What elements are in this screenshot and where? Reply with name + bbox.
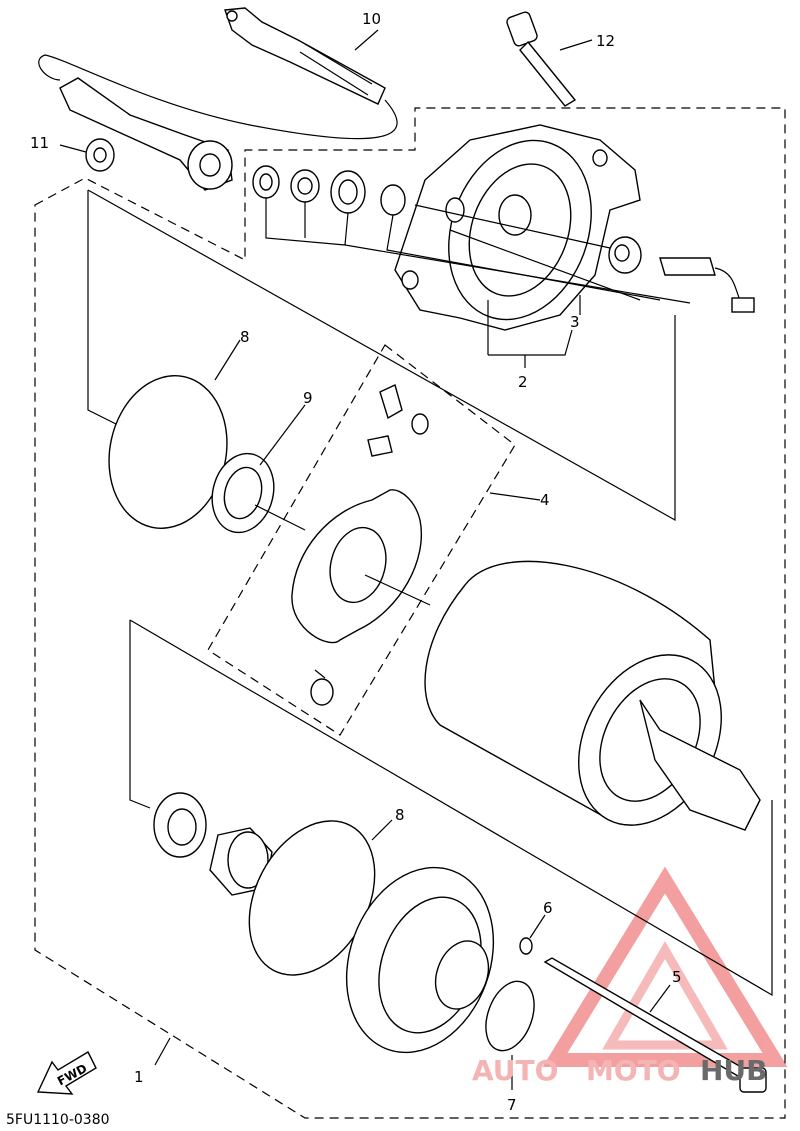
nut-11 [85,138,115,172]
callout-6: 6 [543,899,553,917]
brush-parts [310,384,429,706]
leader-bracket-right-top [87,190,119,426]
watermark-hub: HUB [700,1054,768,1087]
leader-lines-2-3 [265,198,691,368]
lead-wire [38,54,398,140]
brush-plate [291,489,422,644]
leader-bracket-lower-diag [129,619,773,997]
terminal-bolt-10 [224,7,386,105]
watermark-logo [542,866,788,1067]
callout-11: 11 [30,134,49,152]
callout-1: 1 [134,1068,144,1086]
callout-7: 7 [507,1096,517,1114]
callout-numbers: 1 2 3 4 5 6 7 8 8 9 10 11 12 [30,10,682,1114]
o-ring-7 [485,980,535,1052]
callout-3: 3 [570,313,580,331]
callout-leaders [59,29,671,1090]
callout-10: 10 [362,10,381,28]
leader-lines-brush [254,492,541,606]
washer-set [252,165,406,216]
bearing [209,827,273,896]
brush-holder-outline-4 [207,344,516,736]
callout-2: 2 [518,373,528,391]
callout-8-upper: 8 [240,328,250,346]
diagram-code: 5FU1110-0380 [6,1112,110,1128]
terminal-lead [608,236,755,313]
oil-seal [153,792,207,858]
fwd-arrow-icon: FWD [36,1051,97,1095]
callout-5: 5 [672,968,682,986]
callout-9: 9 [303,389,313,407]
callout-12: 12 [596,32,615,50]
washer-9 [211,452,275,534]
rear-cover-3 [394,124,641,331]
watermark-auto: AUTO [472,1054,558,1087]
bolt-12 [506,11,577,107]
callout-8-lower: 8 [395,806,405,824]
lead-terminal [59,77,233,191]
watermark-moto: MOTO [586,1054,681,1087]
yoke-armature [424,560,761,831]
o-ring-6 [519,937,533,955]
callout-4: 4 [540,491,550,509]
leader-bracket-lower [129,620,151,809]
assembly-outline-1 [34,107,786,1119]
through-bolt-5 [543,957,767,1093]
leader-bracket-diag [87,189,676,522]
front-cover [345,866,495,1054]
watermark-text: AUTO MOTO HUB [472,1054,768,1087]
